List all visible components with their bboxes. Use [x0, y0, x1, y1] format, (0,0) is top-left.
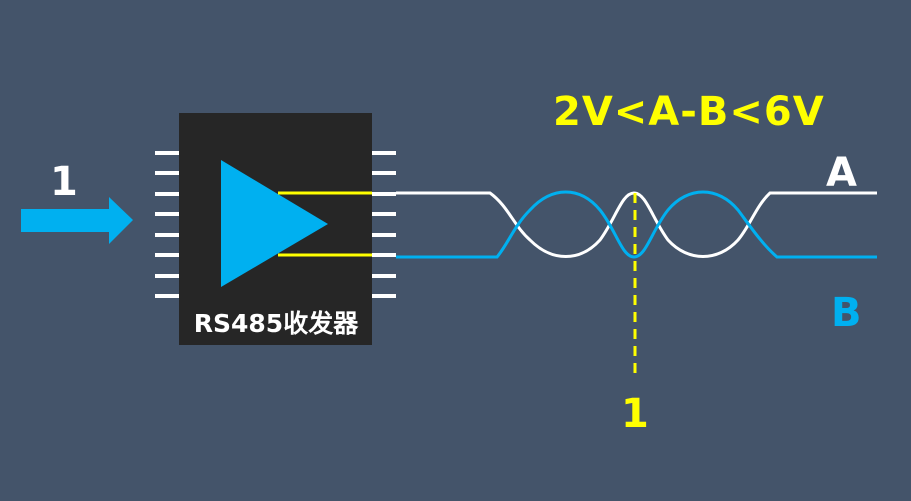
- chip-label: RS485收发器: [193, 309, 359, 338]
- chip-left-pins: [155, 151, 179, 298]
- input-label: 1: [50, 159, 78, 205]
- driver-triangle-icon: [221, 160, 328, 287]
- line-a-label: A: [826, 150, 857, 196]
- chip-right-pins: [372, 151, 396, 298]
- line-b-wire: [396, 190, 877, 259]
- line-b-label: B: [831, 290, 862, 336]
- input-arrow: [21, 197, 133, 244]
- voltage-condition-label: 2V<A-B<6V: [553, 89, 825, 135]
- probe-label: 1: [621, 391, 649, 437]
